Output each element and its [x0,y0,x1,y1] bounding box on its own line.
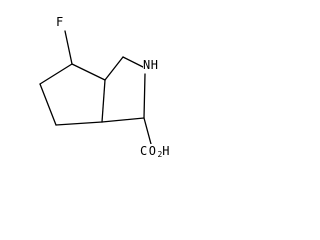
bond-bridgehead-top-to-cf [71,63,106,81]
carboxylic-acid-label: CO2H [140,144,172,162]
bond-bridgehead-top-to-ch2 [104,56,124,81]
bond-ch2-left-to-ch2-bottom [39,83,57,126]
amine-atom-label: NH [143,58,159,72]
bond-ch2-to-nitrogen [122,56,146,69]
acid-prefix: CO [140,144,158,158]
bond-nitrogen-to-alpha-carbon [143,73,146,119]
bond-bridgehead-fusion [101,79,106,123]
fluorine-atom-label: F [56,15,65,29]
structure-drawing [39,30,152,145]
bond-cf-to-fluorine [64,30,73,65]
bond-alpha-carbon-to-carboxyl [143,117,152,145]
fluorine-symbol: F [56,15,65,29]
bond-alpha-carbon-to-bridgehead-bottom [101,117,145,123]
bond-cf-to-ch2-left [39,63,73,85]
bond-ch2-bottom-to-bridgehead-bottom [55,121,103,126]
acid-subscript: 2 [157,150,163,159]
acid-suffix: H [162,144,172,158]
amine-symbol: NH [143,58,159,72]
